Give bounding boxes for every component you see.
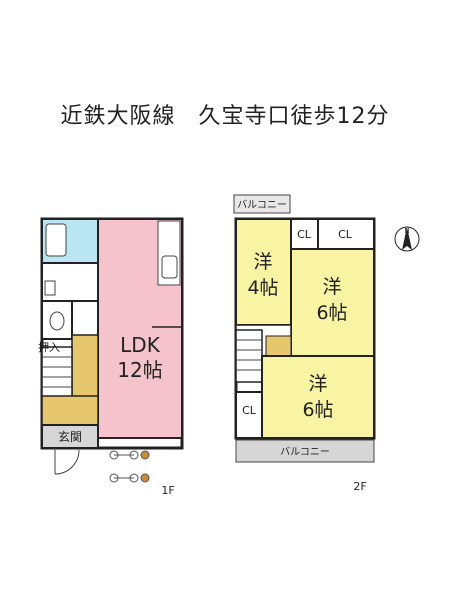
stair-2f [235, 329, 263, 383]
room-b-size: 6帖 [316, 302, 347, 324]
closet-3 [235, 391, 263, 439]
floor-2-label: 2F [353, 480, 366, 493]
floor-1-label: 1F [161, 484, 174, 497]
cl-2-label: CL [338, 228, 353, 241]
entrance-door [54, 448, 80, 475]
bathtub [45, 223, 67, 257]
floor-1: LDK 12帖 押入 玄関 1F [38, 217, 184, 497]
cl-1-label: CL [297, 228, 312, 241]
ldk-size: 12帖 [117, 358, 162, 382]
page-title: 近鉄大阪線 久宝寺口徒歩12分 [60, 104, 390, 129]
room-c-size: 6帖 [302, 399, 333, 421]
balcony-top-label: バルコニー [237, 199, 287, 211]
storage-under-stair [41, 395, 99, 426]
entrance-label: 玄関 [58, 429, 82, 444]
room-c-type: 洋 [308, 373, 327, 395]
room-western-6-upper [290, 248, 375, 357]
closet-2 [317, 218, 375, 250]
entrance-area [41, 424, 99, 449]
hall-storage [265, 335, 292, 357]
wash-basin [44, 280, 56, 296]
room-western-6-lower [261, 355, 375, 439]
balcony-bottom [235, 439, 375, 463]
kitchen-sink [161, 255, 178, 279]
floor-2: バルコニー 洋 4帖 CL CL 洋 6帖 CL 洋 6帖 [233, 194, 376, 493]
compass-needle-icon [402, 227, 412, 250]
stair-2f-treads [236, 339, 262, 371]
room-western-4 [235, 218, 292, 326]
bicycle-icons [109, 450, 150, 483]
compass-letter: N [404, 227, 409, 235]
balcony-bottom-label: バルコニー [280, 446, 330, 458]
ldk-type: LDK [120, 333, 161, 357]
room-a-size: 4帖 [247, 277, 278, 299]
room-a-type: 洋 [253, 251, 272, 273]
room-b-type: 洋 [322, 276, 341, 298]
cl-3-label: CL [242, 404, 257, 417]
compass: N [394, 226, 420, 252]
closet-label: 押入 [38, 340, 60, 354]
balcony-top [233, 194, 291, 214]
toilet [49, 311, 65, 331]
